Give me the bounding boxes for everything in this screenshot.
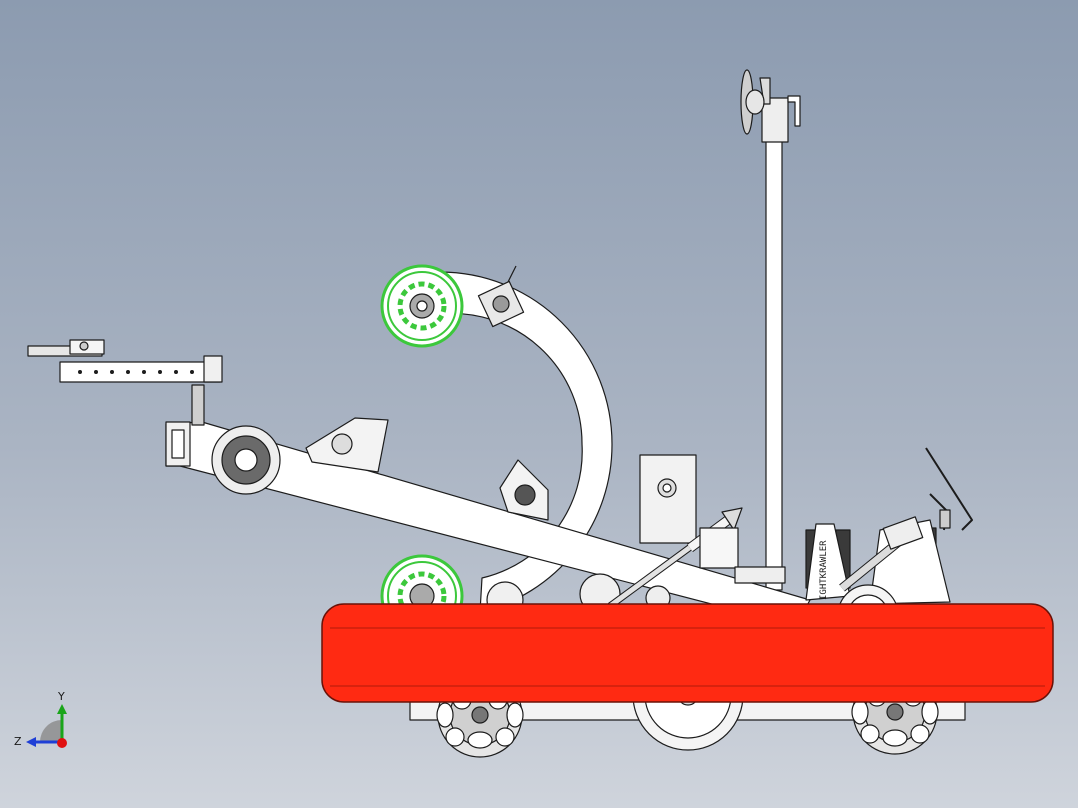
right-base-block — [734, 566, 786, 584]
mast-clamp — [761, 97, 789, 143]
cylinder-mount — [699, 527, 739, 569]
red-track — [321, 603, 1054, 703]
cable-reel-top — [380, 264, 464, 348]
arm-gear-left — [211, 425, 281, 495]
body-label: IGHTKRAWLER — [819, 540, 829, 600]
arm-post — [191, 384, 205, 426]
coordinate-triad: Y Z — [14, 690, 67, 748]
rear-bracket — [639, 454, 697, 544]
mast-bracket — [787, 95, 801, 127]
z-axis-label: Z — [14, 735, 22, 748]
right-clamp — [882, 516, 924, 550]
mast-sensor-cap — [745, 89, 765, 115]
perforated-bar — [59, 361, 221, 383]
antenna-rod — [925, 447, 973, 531]
mast-pole — [765, 119, 783, 591]
y-axis-label: Y — [57, 690, 65, 703]
